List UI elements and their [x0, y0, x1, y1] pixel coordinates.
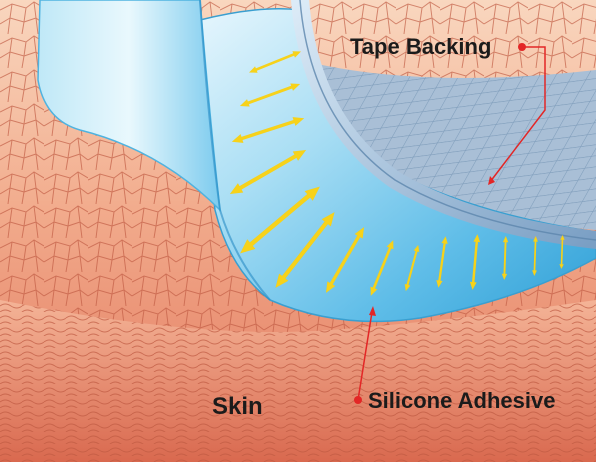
tape-backing-label: Tape Backing: [350, 34, 491, 59]
skin-label: Skin: [212, 393, 263, 420]
silicone-adhesive-label: Silicone Adhesive: [368, 388, 555, 413]
